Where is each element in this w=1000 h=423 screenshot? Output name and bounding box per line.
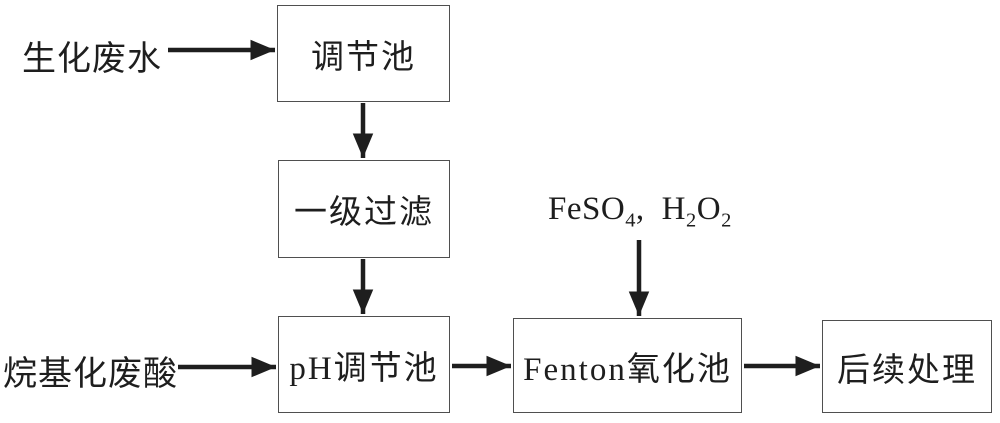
reagent-text-part: , H bbox=[635, 191, 686, 227]
input-label-biochemical-wastewater: 生化废水 bbox=[22, 41, 162, 78]
reagent-text-part: O bbox=[696, 191, 722, 227]
node-primary-filtration: 一级过滤 bbox=[278, 160, 450, 258]
reagent-label-feso4-h2o2: FeSO4, H2O2 bbox=[548, 191, 732, 231]
reagent-subscript: 4 bbox=[625, 209, 636, 232]
node-ph-regulation-tank: pH调节池 bbox=[278, 316, 450, 413]
input-label-alkylation-waste-acid: 烷基化废酸 bbox=[3, 356, 178, 393]
node-subsequent-treatment: 后续处理 bbox=[822, 320, 992, 413]
node-label: pH调节池 bbox=[289, 350, 439, 387]
node-regulation-tank: 调节池 bbox=[277, 5, 450, 102]
node-label: 后续处理 bbox=[837, 352, 977, 389]
reagent-subscript: 2 bbox=[686, 209, 697, 232]
node-label: 一级过滤 bbox=[294, 195, 434, 231]
node-label: 调节池 bbox=[311, 39, 416, 76]
reagent-text-part: FeSO bbox=[548, 191, 626, 227]
reagent-subscript: 2 bbox=[721, 209, 732, 232]
node-fenton-oxidation-tank: Fenton氧化池 bbox=[513, 318, 742, 413]
node-label: Fenton氧化池 bbox=[523, 351, 732, 388]
